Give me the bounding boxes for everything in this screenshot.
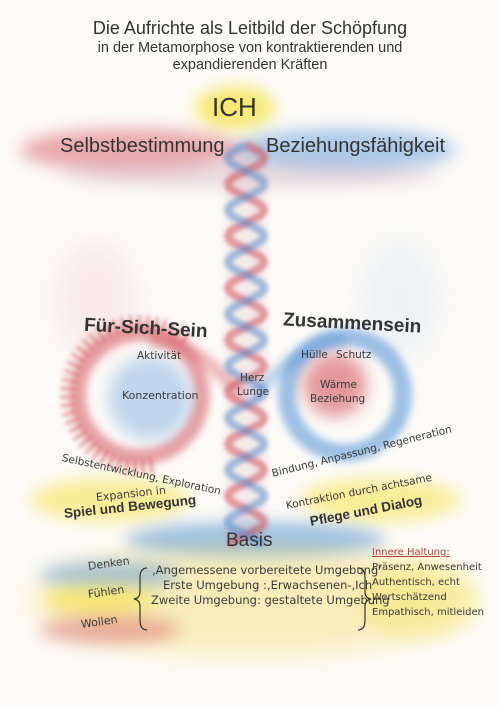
loop-ray <box>115 455 123 472</box>
subtitle-line-1: in der Metamorphose von kontraktierenden… <box>97 40 403 56</box>
loop-ray <box>91 445 104 461</box>
loop-ray <box>60 386 77 391</box>
loop-ray <box>64 416 81 426</box>
loop-ray <box>68 423 84 434</box>
loop-ray <box>148 457 154 475</box>
loop-ray <box>128 315 134 332</box>
haltung-line-1: Präsenz, Anwesenheit <box>372 562 482 573</box>
loop-ray <box>78 435 93 449</box>
subtitle-line-2: expandierenden Kräften <box>172 57 328 73</box>
loop-ray <box>111 319 120 336</box>
label-aktivitaet: Aktivität <box>137 350 182 362</box>
loop-ray <box>141 458 145 475</box>
loop-ray <box>75 345 91 358</box>
haltung-line-3: Wertschätzend <box>372 592 447 603</box>
loop-ray <box>62 409 79 417</box>
haltung-line-2: Authentisch, echt <box>372 577 460 588</box>
page-title: Die Aufrichte als Leitbild der Schöpfung <box>92 18 408 38</box>
label-konzentration: Konzentration <box>122 389 199 402</box>
loop-ray <box>123 457 130 474</box>
loop-ray <box>106 453 116 469</box>
umgebung-line-1: ‚Angemessene vorbereitete Umgebung‘ <box>152 563 382 577</box>
loop-ray <box>87 332 101 347</box>
label-beziehungsfaehigkeit: Beziehungsfähigkeit <box>266 135 446 157</box>
loop-ray <box>159 318 168 335</box>
loop-ray <box>63 368 80 377</box>
haltung-line-4: Empathisch, mitleiden <box>372 607 484 618</box>
label-ich: ICH <box>212 92 257 122</box>
loop-ray <box>61 377 78 384</box>
loop-ray <box>81 338 96 352</box>
label-beziehung: Beziehung <box>310 393 366 405</box>
loop-ray <box>66 360 83 370</box>
loop-ray <box>70 352 86 364</box>
label-selbstbestimmung: Selbstbestimmung <box>60 135 225 157</box>
loop-ray <box>95 327 107 343</box>
loop-ray <box>60 402 77 408</box>
loop-ray <box>119 316 127 334</box>
loop-ray <box>102 322 113 339</box>
label-huelle: Hülle <box>301 349 328 361</box>
loop-ray <box>132 458 137 475</box>
loop-ray <box>166 322 176 338</box>
label-lunge: Lunge <box>237 386 270 398</box>
loop-ray <box>98 449 110 466</box>
right-loop <box>246 328 412 462</box>
umgebung-line-2: Erste Umgebung :‚Erwachsenen-‚Ich‘ <box>163 578 376 592</box>
umgebung-line-3: Zweite Umgebung: gestaltete Umgebung <box>151 593 390 607</box>
label-schutz: Schutz <box>336 349 372 361</box>
loop-ray <box>72 429 88 441</box>
braces <box>133 567 372 631</box>
innere-haltung-heading: Innere Haltung: <box>372 547 450 558</box>
helix <box>224 140 268 548</box>
loop-ray <box>152 316 159 333</box>
label-waerme: Wärme <box>320 379 357 391</box>
label-herz: Herz <box>240 372 265 384</box>
loop-ray <box>84 440 98 455</box>
label-basis: Basis <box>226 530 273 551</box>
loop-ray <box>145 315 150 332</box>
